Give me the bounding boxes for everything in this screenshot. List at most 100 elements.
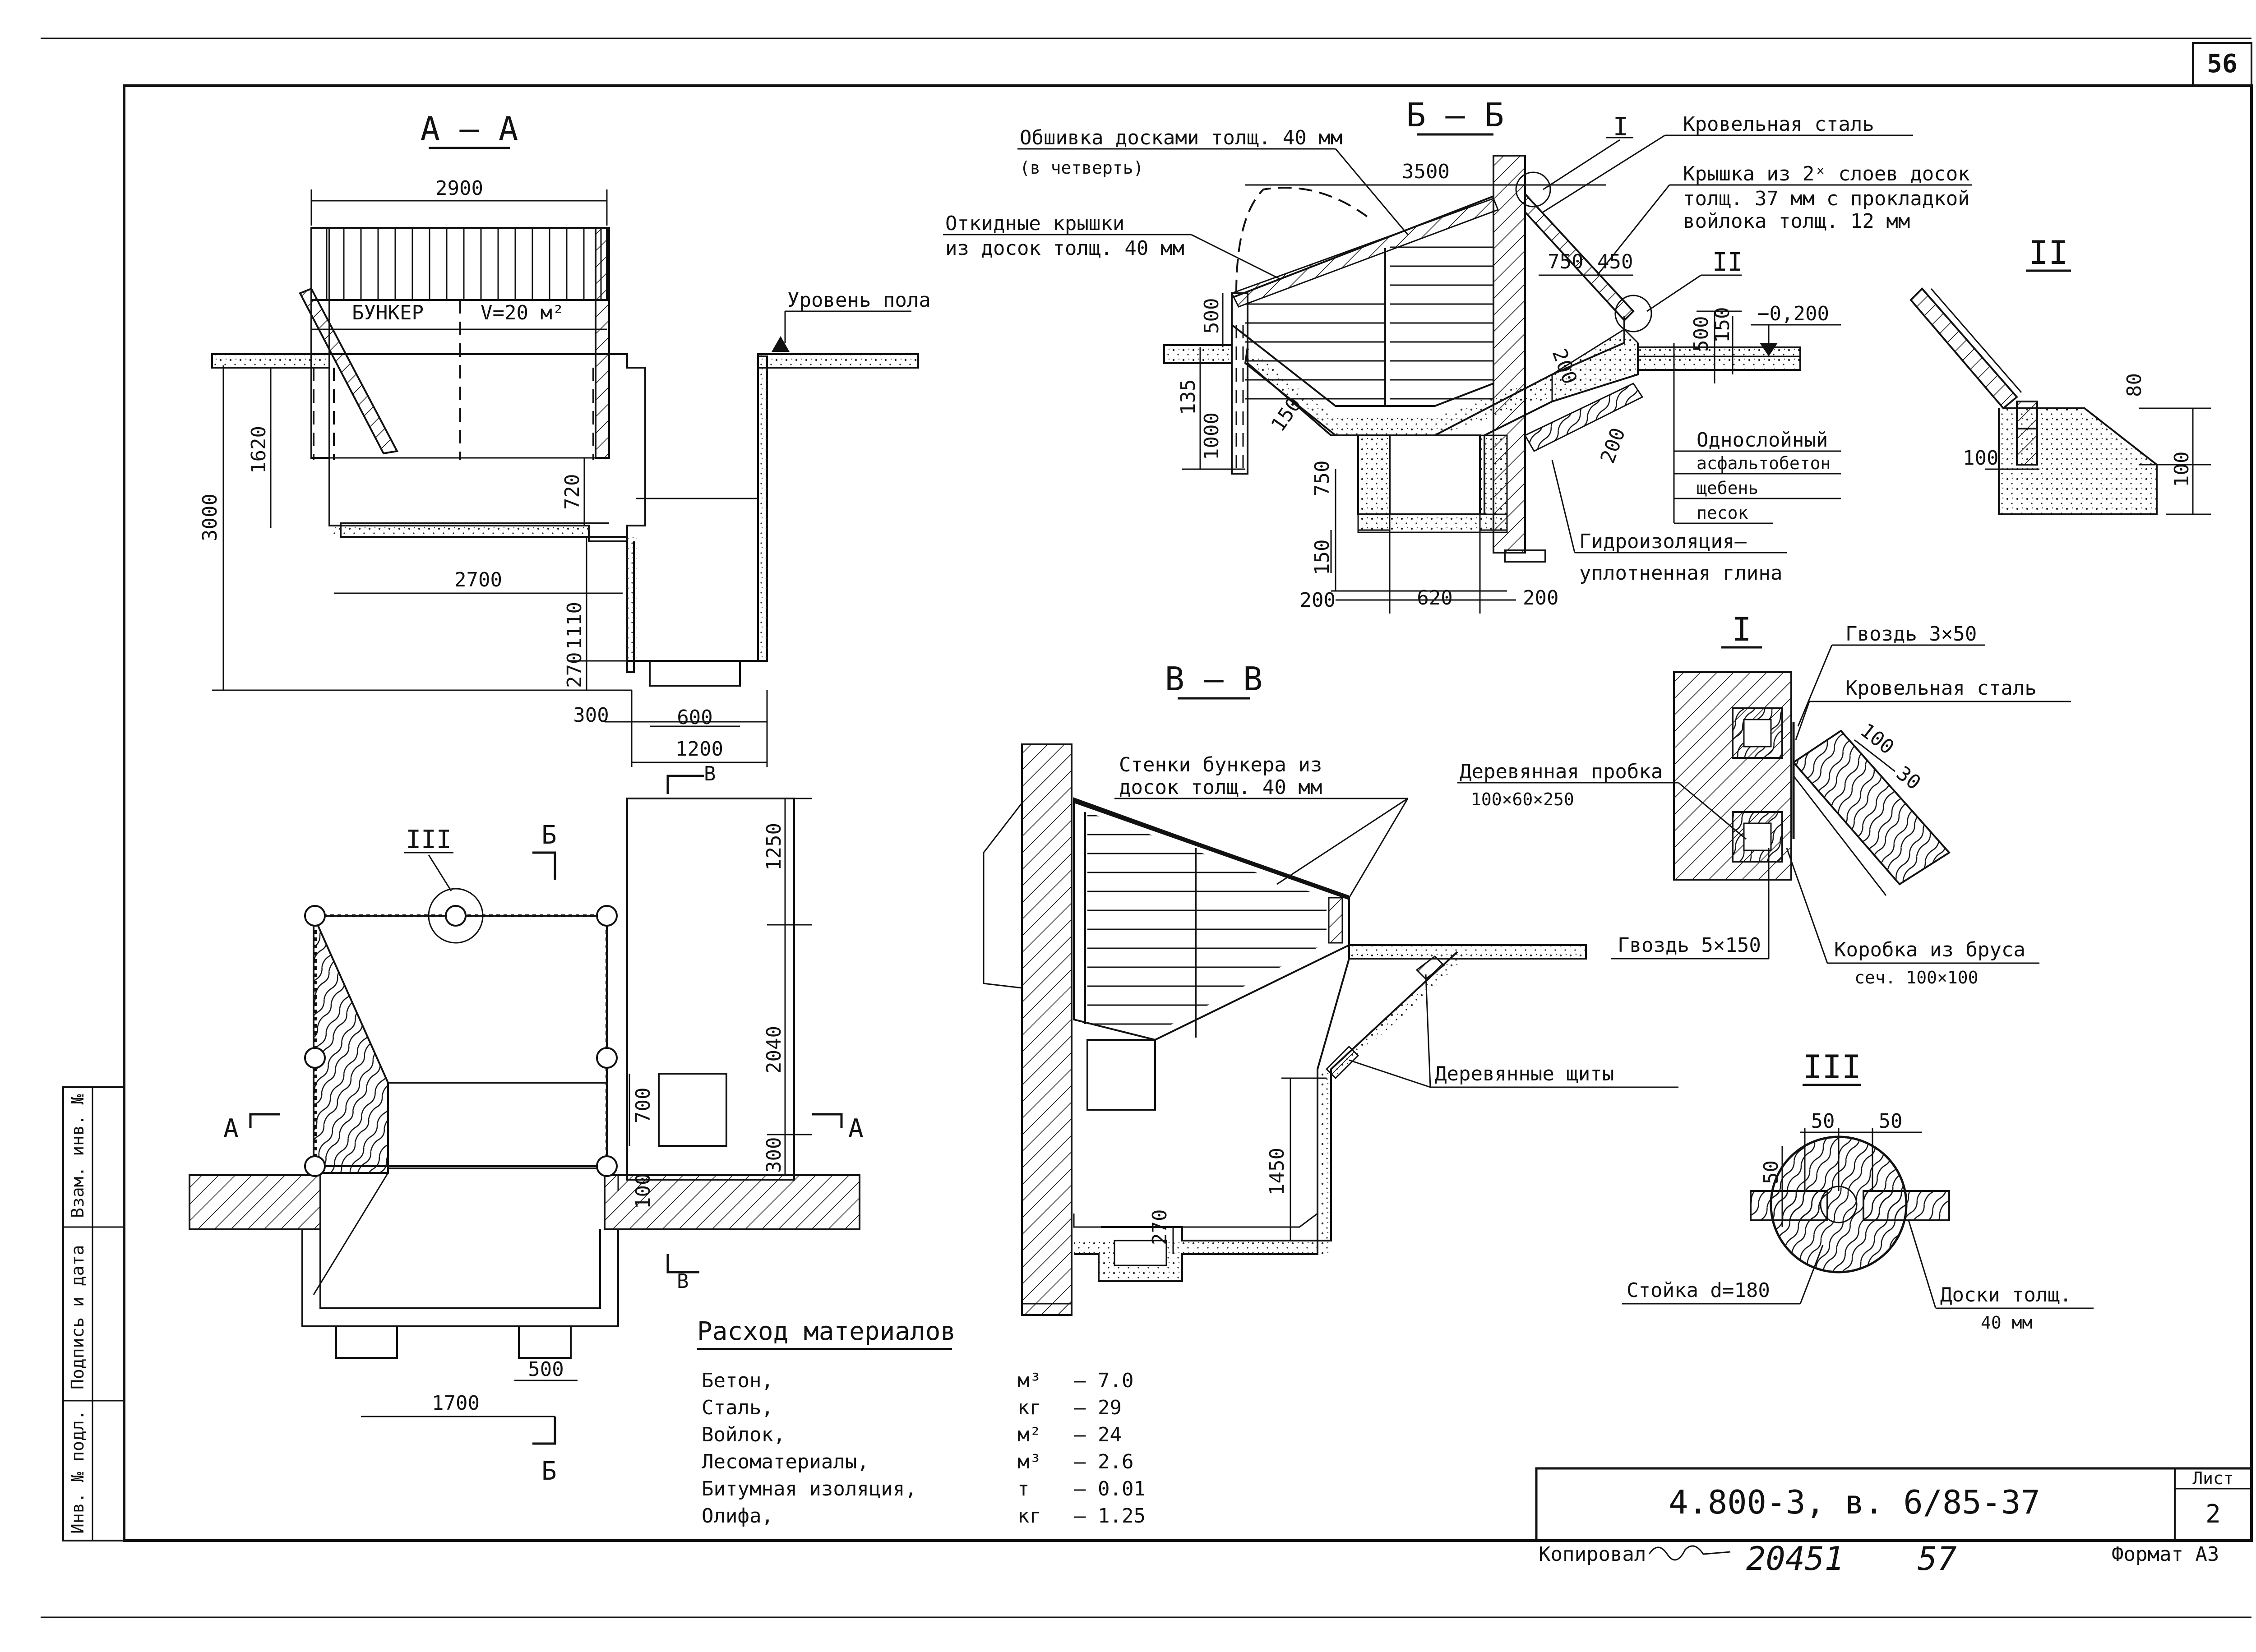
plug-size: 100×60×250: [1471, 789, 1574, 809]
dim-200c: 200: [1300, 589, 1336, 612]
dim-750b: 750: [1311, 461, 1334, 496]
cut-v-label-aa: В: [704, 762, 716, 785]
dim-100-node-i: 100: [1856, 719, 1898, 759]
dim-100-plan: 100: [632, 1173, 655, 1209]
floor-level-label: Уровень пола: [787, 289, 931, 312]
nail-1-label: Гвоздь 3×50: [1845, 623, 1977, 646]
format-label: Формат А3: [2112, 1543, 2219, 1566]
material-unit: м³: [1017, 1369, 1041, 1392]
dim-150c: 150: [1311, 540, 1334, 575]
post-label: Стойка d=180: [1627, 1279, 1770, 1302]
plan-cut-v: В: [677, 1270, 689, 1293]
asphalt-line-1: Однослойный: [1697, 429, 1828, 452]
wooden-panels-label: Деревянные щиты: [1435, 1062, 1614, 1085]
dim-80: 80: [2123, 373, 2146, 397]
bunker-walls-line-1: Стенки бункера из: [1119, 753, 1322, 776]
boards-line-1: Доски толщ.: [1940, 1283, 2071, 1306]
plan-node-iii-ref: III: [406, 825, 451, 854]
dim-200d: 200: [1523, 586, 1558, 609]
material-name: Бетон,: [702, 1369, 773, 1392]
box-line-2: сеч. 100×100: [1854, 968, 1979, 988]
dim-100a-node-ii: 100: [1963, 447, 1998, 470]
dim-3500: 3500: [1402, 160, 1450, 183]
view-aa: А – А БУНКЕР V=20 м² Уровень пола: [199, 110, 931, 794]
node-i-ref-bb: I: [1613, 112, 1628, 142]
sheathing-sub: (в четверть): [1020, 158, 1144, 178]
nail-2-label: Гвоздь 5×150: [1618, 934, 1761, 957]
dim-300-plan: 300: [763, 1137, 786, 1173]
view-bb-title: Б – Б: [1406, 96, 1504, 134]
node-ii-detail: II 80 100 100: [1909, 234, 2211, 515]
material-value: – 7.0: [1074, 1369, 1133, 1392]
dim-2700: 2700: [454, 568, 502, 591]
cover-line-3: войлока толщ. 12 мм: [1683, 210, 1910, 233]
dim-1250: 1250: [763, 823, 786, 871]
hinged-covers-label: Откидные крышки: [945, 212, 1124, 235]
dim-100b-node-ii: 100: [2170, 452, 2193, 487]
plug-label: Деревянная пробка: [1460, 760, 1663, 783]
signature-scribble: [1648, 1545, 1731, 1561]
dim-450: 450: [1597, 250, 1633, 273]
plan-cut-a-right: А: [848, 1114, 864, 1143]
material-value: – 29: [1074, 1396, 1122, 1419]
cover-line-2: толщ. 37 мм с прокладкой: [1683, 187, 1970, 210]
material-value: – 0.01: [1074, 1477, 1146, 1500]
plan-cut-a-left: А: [223, 1114, 239, 1143]
hinged-covers-sub: из досок толщ. 40 мм: [945, 237, 1184, 260]
view-vv: В – В Стенки бункера из досок толщ. 40 м…: [983, 660, 1678, 1316]
level-label: −0,200: [1757, 302, 1829, 325]
dim-30-node-i: 30: [1892, 761, 1925, 794]
dim-1110: 1110: [563, 602, 586, 650]
plan-cut-b-top: Б: [541, 821, 557, 850]
dim-3000: 3000: [199, 494, 222, 541]
waterproofing-line-2: уплотненная глина: [1579, 562, 1782, 585]
dim-270: 270: [563, 652, 586, 688]
material-name: Битумная изоляция,: [702, 1477, 917, 1500]
dim-500-plan: 500: [528, 1358, 564, 1381]
material-unit: т: [1017, 1477, 1030, 1500]
material-value: – 1.25: [1074, 1504, 1146, 1527]
plan-cut-b-bottom: Б: [541, 1457, 557, 1486]
drawing-code: 4.800-3, в. 6/85-37: [1669, 1483, 2040, 1521]
dim-1700: 1700: [432, 1392, 480, 1415]
dim-270-vv: 270: [1148, 1209, 1171, 1245]
bunker-walls-line-2: досок толщ. 40 мм: [1119, 776, 1322, 799]
node-i-title: I: [1732, 610, 1751, 648]
view-bb: Б – Б: [943, 96, 1972, 614]
plan-view: III Б Б А А В 1250 2040 700 300 100 500: [189, 798, 864, 1486]
dim-150a: 150: [1711, 307, 1734, 343]
dim-135: 135: [1177, 379, 1200, 415]
stamp-podpis-data: Подпись и дата: [68, 1245, 88, 1389]
dim-620: 620: [1417, 586, 1452, 609]
dim-1450: 1450: [1266, 1148, 1289, 1195]
node-iii-title: III: [1803, 1048, 1861, 1086]
roof-steel-label-bb: Кровельная сталь: [1683, 113, 1874, 136]
dim-50b-node-iii: 50: [1879, 1110, 1903, 1133]
page-number: 56: [2207, 49, 2237, 78]
copied-by: Копировал: [1539, 1543, 1646, 1566]
list-number: 2: [2205, 1500, 2221, 1529]
boards-line-2: 40 мм: [1981, 1313, 2032, 1333]
sand-label: песок: [1697, 503, 1748, 523]
dim-2040: 2040: [763, 1026, 786, 1074]
list-label: Лист: [2192, 1468, 2234, 1488]
material-value: – 24: [1074, 1423, 1122, 1446]
view-vv-title: В – В: [1165, 660, 1263, 698]
node-i-detail: I Гвоздь 3×50 Кровельная сталь Деревянна…: [1457, 610, 2071, 988]
dim-200b: 200: [1596, 425, 1630, 466]
dim-500b: 500: [1200, 298, 1223, 334]
dim-1200: 1200: [675, 738, 723, 761]
asphalt-line-2: асфальтобетон: [1697, 453, 1831, 473]
material-unit: м²: [1017, 1423, 1041, 1446]
box-line-1: Коробка из бруса: [1834, 938, 2025, 961]
dim-600: 600: [677, 706, 712, 729]
dim-2900: 2900: [435, 177, 483, 200]
material-name: Лесоматериалы,: [702, 1450, 869, 1473]
node-ii-ref-bb: II: [1712, 248, 1743, 277]
view-aa-title: А – А: [421, 110, 518, 148]
dim-50c-node-iii: 50: [1760, 1160, 1783, 1184]
materials-title: Расход материалов: [697, 1317, 956, 1346]
dim-750a: 750: [1548, 250, 1583, 273]
dim-700: 700: [632, 1088, 655, 1123]
